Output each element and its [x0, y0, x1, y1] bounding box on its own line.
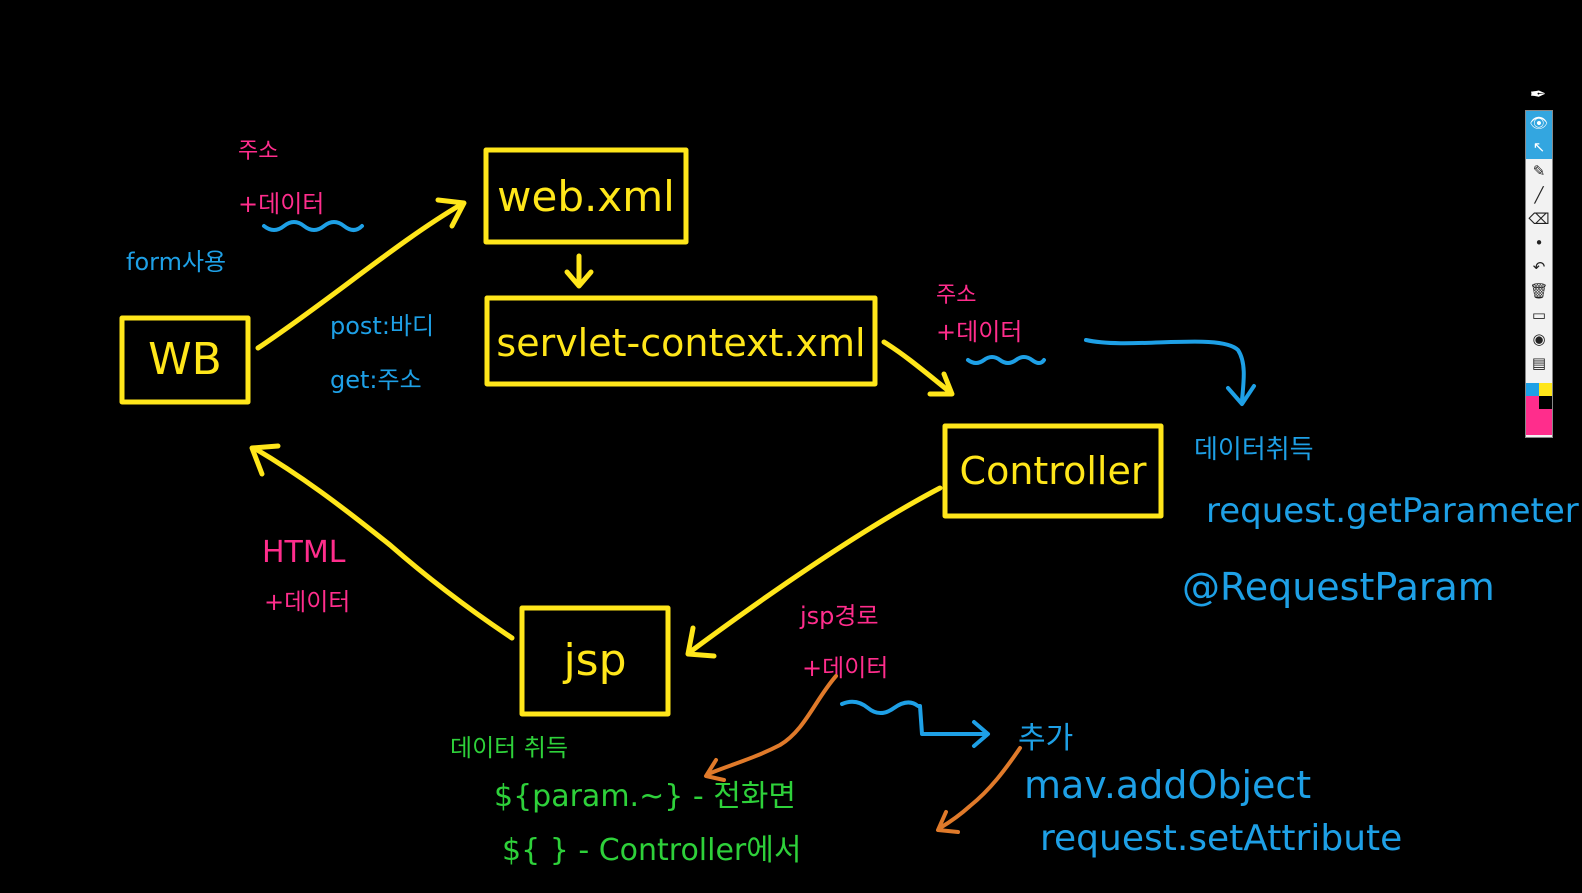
arrow-jsp-to-wb	[249, 443, 515, 641]
node-wb: WB	[119, 315, 251, 405]
toolbar-strip: 👁 ↖ ✎ ╱ ⌫ • ↶ 🗑 ▭ ◉ ▤	[1525, 110, 1553, 438]
note-addr-right: 주소	[936, 283, 976, 308]
note-get-addr: get:주소	[330, 366, 422, 394]
arrow-orange-left	[704, 674, 838, 782]
screen-icon[interactable]: ▭	[1531, 306, 1547, 324]
current-color-swatch[interactable]	[1526, 409, 1552, 435]
note-mav-addobject: mav.addObject	[1024, 763, 1311, 807]
note-post-body: post:바디	[330, 312, 434, 340]
note-data-acquire-bottom: 데이터 취득	[450, 734, 568, 762]
note-plus-data-left: +데이터	[264, 588, 350, 616]
note-add: 추가	[1018, 721, 1073, 756]
node-servlet-context: servlet-context.xml	[484, 295, 878, 387]
dot-icon[interactable]: •	[1534, 234, 1544, 252]
arrow-blue-bottom	[840, 699, 990, 748]
note-plus-data-top: +데이터	[238, 190, 324, 218]
note-request-param: @RequestParam	[1182, 565, 1495, 609]
trash-icon[interactable]: 🗑	[1529, 282, 1549, 300]
note-request-setattribute: request.setAttribute	[1040, 818, 1402, 859]
arrow-webxml-to-servlet	[564, 253, 594, 289]
color-swatch-blue[interactable]	[1526, 383, 1539, 396]
note-plus-data-right: +데이터	[936, 318, 1022, 346]
node-controller: Controller	[942, 423, 1164, 519]
squiggle-right	[966, 355, 1046, 365]
pointer-icon[interactable]: ↖	[1526, 135, 1552, 159]
arrow-orange-right	[936, 746, 1022, 834]
note-el-param: ${param.~} - 전화면	[494, 779, 796, 814]
note-jsp-path: jsp경로	[799, 602, 879, 630]
color-swatch-pink[interactable]	[1526, 396, 1539, 409]
node-web-xml: web.xml	[483, 147, 689, 245]
note-plus-data-bottom: +데이터	[802, 654, 888, 682]
note-form-use: form사용	[126, 248, 226, 276]
note-el-controller: ${ } - Controller에서	[502, 833, 801, 868]
note-request-getparameter: request.getParameter	[1206, 491, 1579, 531]
color-swatch-black[interactable]	[1539, 396, 1552, 409]
camera-icon[interactable]: ◉	[1532, 330, 1546, 348]
note-addr-top: 주소	[238, 139, 278, 164]
pen-icon[interactable]: ✒	[1529, 82, 1547, 106]
eye-icon[interactable]: 👁	[1526, 111, 1552, 135]
arrow-controller-to-jsp	[685, 485, 943, 659]
line-icon[interactable]: ╱	[1534, 186, 1544, 204]
color-swatch-yellow[interactable]	[1539, 383, 1552, 396]
node-wb-label: WB	[148, 334, 222, 385]
note-data-acquire-right: 데이터취득	[1194, 435, 1314, 465]
node-controller-label: Controller	[960, 449, 1147, 493]
node-servlet-context-label: servlet-context.xml	[496, 321, 865, 365]
drawing-toolbar: ✒ 👁 ↖ ✎ ╱ ⌫ • ↶ 🗑 ▭ ◉ ▤	[1524, 80, 1553, 438]
arrow-wb-to-webxml	[255, 197, 467, 351]
node-jsp: jsp	[519, 605, 671, 717]
undo-icon[interactable]: ↶	[1532, 258, 1546, 276]
node-web-xml-label: web.xml	[497, 172, 675, 221]
arrow-blue-right	[1084, 338, 1256, 406]
arrow-servlet-to-controller	[881, 339, 955, 397]
note-html: HTML	[262, 535, 346, 570]
node-jsp-label: jsp	[562, 635, 626, 686]
eraser-icon[interactable]: ⌫	[1528, 210, 1550, 228]
squiggle-top	[262, 220, 364, 232]
highlighter-icon[interactable]: ✎	[1532, 162, 1546, 180]
clipboard-icon[interactable]: ▤	[1531, 354, 1547, 372]
